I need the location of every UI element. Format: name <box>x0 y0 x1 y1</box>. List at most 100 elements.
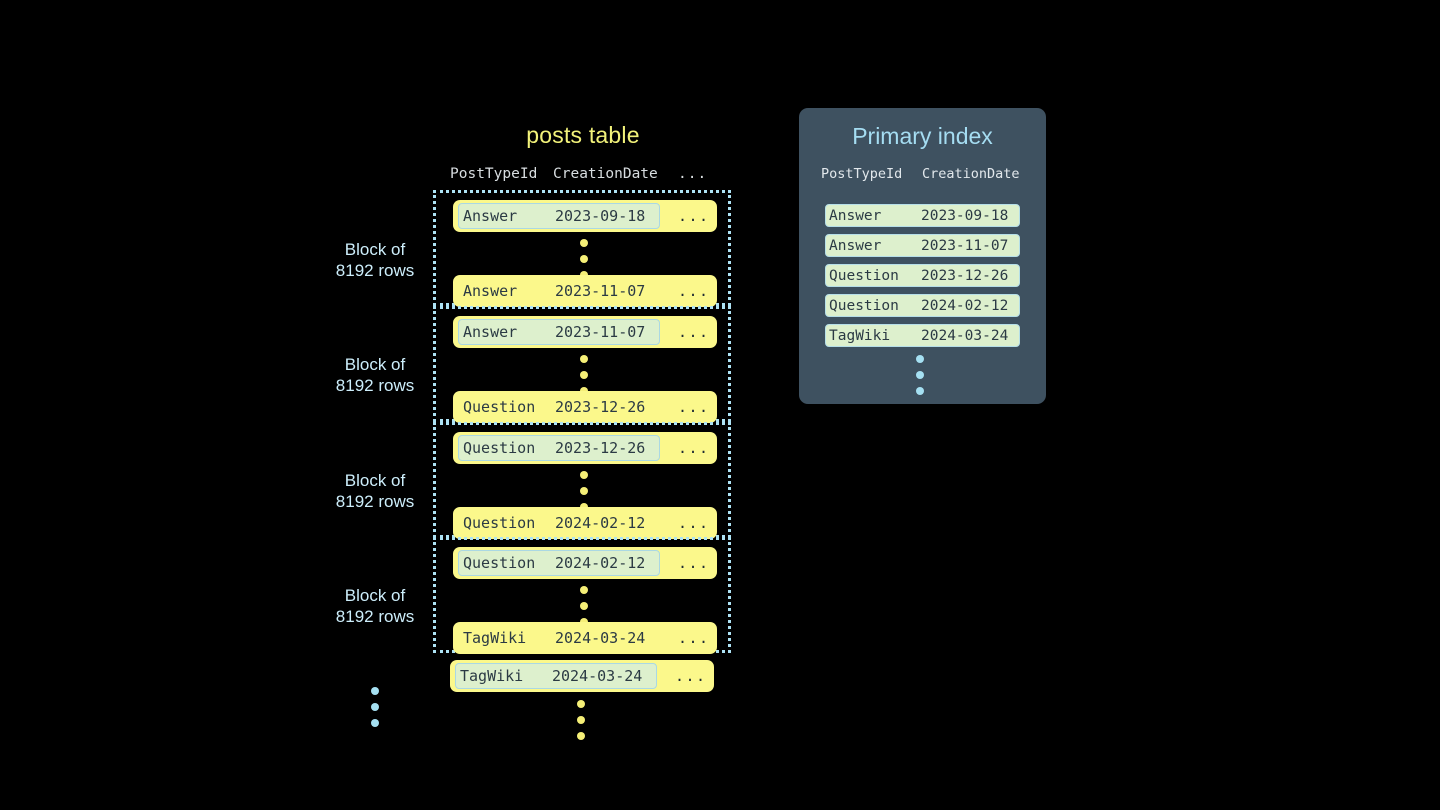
cell-creationdate: 2023-12-26 <box>555 439 646 457</box>
dot <box>580 586 588 594</box>
block-1: Answer 2023-09-18 ... Answer 2023-11-07 … <box>433 190 731 307</box>
index-continuation-dots <box>914 355 926 403</box>
cell-more: ... <box>678 629 710 647</box>
blocks-continuation-dots <box>369 687 381 735</box>
table-row[interactable]: Question 2023-12-26 ... <box>453 432 717 464</box>
primary-index-header: PostTypeId CreationDate <box>799 166 1046 186</box>
block-label-line2: 8192 rows <box>335 376 415 395</box>
table-row[interactable]: TagWiki 2024-03-24 ... <box>453 622 717 654</box>
cell-more: ... <box>678 398 710 416</box>
cell-posttypeid: TagWiki <box>463 629 527 647</box>
cell-posttypeid: Answer <box>829 207 882 224</box>
cell-creationdate: 2024-02-12 <box>555 514 646 532</box>
column-header-ellipsis: ... <box>678 166 708 182</box>
dot <box>580 602 588 610</box>
cell-creationdate: 2023-11-07 <box>555 323 646 341</box>
dot <box>580 255 588 263</box>
cell-creationdate: 2023-12-26 <box>921 267 1009 284</box>
cell-creationdate: 2024-02-12 <box>555 554 646 572</box>
table-row[interactable]: Answer 2023-09-18 ... <box>453 200 717 232</box>
index-row[interactable]: Answer 2023-09-18 <box>825 204 1020 227</box>
cell-more: ... <box>678 439 710 457</box>
cell-more: ... <box>678 554 710 572</box>
dot <box>580 371 588 379</box>
column-header-creationdate: CreationDate <box>553 166 658 182</box>
row-cells: TagWiki 2024-03-24 <box>458 625 660 651</box>
table-row[interactable]: TagWiki 2024-03-24 ... <box>450 660 714 692</box>
cell-posttypeid: TagWiki <box>829 327 891 344</box>
index-row[interactable]: TagWiki 2024-03-24 <box>825 324 1020 347</box>
row-key-highlight: TagWiki 2024-03-24 <box>455 663 657 689</box>
table-row[interactable]: Question 2024-02-12 ... <box>453 507 717 539</box>
cell-more: ... <box>678 514 710 532</box>
cell-more: ... <box>678 207 710 225</box>
column-header-posttypeid: PostTypeId <box>821 166 903 182</box>
dot <box>916 387 924 395</box>
cell-creationdate: 2024-03-24 <box>921 327 1009 344</box>
posts-table-header: PostTypeId CreationDate ... <box>433 166 733 186</box>
row-key-highlight: Answer 2023-11-07 <box>458 319 660 345</box>
cell-posttypeid: Answer <box>829 237 882 254</box>
cell-posttypeid: Question <box>829 267 899 284</box>
block-label-line2: 8192 rows <box>335 492 415 511</box>
cell-posttypeid: Question <box>463 514 536 532</box>
block-label-1: Block of 8192 rows <box>300 239 450 281</box>
cell-posttypeid: Question <box>463 398 536 416</box>
block-label-line1: Block of <box>344 240 406 259</box>
dot <box>577 732 585 740</box>
cell-posttypeid: Question <box>463 554 536 572</box>
block-3: Question 2023-12-26 ... Question 2024-02… <box>433 422 731 539</box>
block-label-2: Block of 8192 rows <box>300 354 450 396</box>
cell-more: ... <box>675 667 707 685</box>
dot <box>371 687 379 695</box>
cell-posttypeid: Answer <box>463 323 518 341</box>
index-row[interactable]: Answer 2023-11-07 <box>825 234 1020 257</box>
dot <box>916 371 924 379</box>
table-row[interactable]: Answer 2023-11-07 ... <box>453 316 717 348</box>
dot <box>577 716 585 724</box>
cell-posttypeid: Answer <box>463 207 518 225</box>
dot <box>577 700 585 708</box>
cell-posttypeid: TagWiki <box>460 667 524 685</box>
index-row[interactable]: Question 2024-02-12 <box>825 294 1020 317</box>
block-4: Question 2024-02-12 ... TagWiki 2024-03-… <box>433 537 731 654</box>
cell-posttypeid: Question <box>829 297 899 314</box>
table-row[interactable]: Question 2023-12-26 ... <box>453 391 717 423</box>
table-continuation-dots <box>575 700 587 748</box>
primary-index-title: Primary index <box>852 123 993 149</box>
cell-posttypeid: Answer <box>463 282 518 300</box>
cell-posttypeid: Question <box>463 439 536 457</box>
cell-creationdate: 2023-12-26 <box>555 398 646 416</box>
row-key-highlight: Answer 2023-09-18 <box>458 203 660 229</box>
row-cells: Answer 2023-11-07 <box>458 278 660 304</box>
block-label-line1: Block of <box>344 586 406 605</box>
cell-more: ... <box>678 282 710 300</box>
block-label-3: Block of 8192 rows <box>300 470 450 512</box>
cell-creationdate: 2023-11-07 <box>921 237 1009 254</box>
column-header-posttypeid: PostTypeId <box>450 166 538 182</box>
block-label-4: Block of 8192 rows <box>300 585 450 627</box>
cell-creationdate: 2023-11-07 <box>555 282 646 300</box>
cell-more: ... <box>678 323 710 341</box>
dot <box>371 719 379 727</box>
primary-index-panel: Primary index PostTypeId CreationDate An… <box>799 108 1046 404</box>
block-2: Answer 2023-11-07 ... Question 2023-12-2… <box>433 306 731 423</box>
dot <box>580 355 588 363</box>
dot <box>916 355 924 363</box>
cell-creationdate: 2023-09-18 <box>921 207 1009 224</box>
table-row[interactable]: Answer 2023-11-07 ... <box>453 275 717 307</box>
row-key-highlight: Question 2023-12-26 <box>458 435 660 461</box>
cell-creationdate: 2024-02-12 <box>921 297 1009 314</box>
row-key-highlight: Question 2024-02-12 <box>458 550 660 576</box>
cell-creationdate: 2024-03-24 <box>555 629 646 647</box>
row-cells: Question 2024-02-12 <box>458 510 660 536</box>
posts-table-title: posts table <box>526 122 640 148</box>
column-header-creationdate: CreationDate <box>922 166 1020 182</box>
dot <box>580 487 588 495</box>
index-row[interactable]: Question 2023-12-26 <box>825 264 1020 287</box>
dot <box>580 471 588 479</box>
cell-creationdate: 2023-09-18 <box>555 207 646 225</box>
block-label-line2: 8192 rows <box>335 607 415 626</box>
table-row[interactable]: Question 2024-02-12 ... <box>453 547 717 579</box>
dot <box>371 703 379 711</box>
